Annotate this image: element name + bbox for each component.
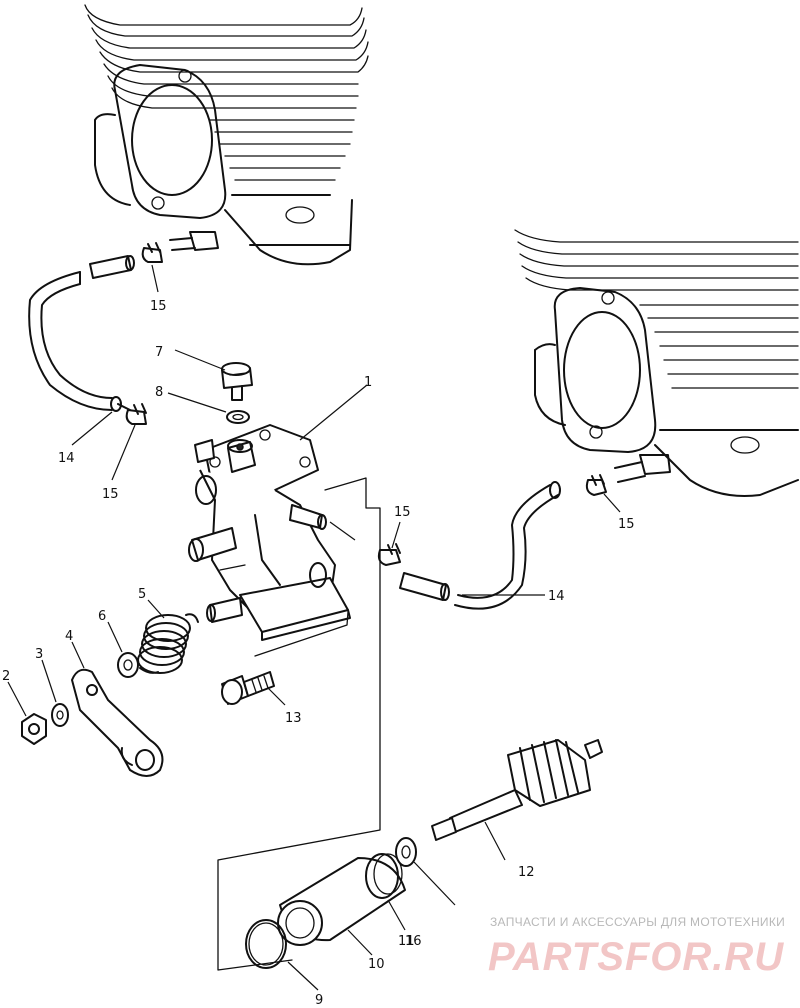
engine-cylinder-left xyxy=(84,4,369,266)
o-ring xyxy=(245,919,287,969)
drive-shaft-gear xyxy=(431,739,603,841)
callout-10: 10 xyxy=(368,957,385,972)
callout-6: 6 xyxy=(98,609,106,624)
callout-1: 1 xyxy=(364,375,372,390)
bleed-screw xyxy=(221,362,253,401)
callout-7: 7 xyxy=(155,345,163,360)
sealing-washer xyxy=(226,410,250,424)
return-spring xyxy=(137,613,199,674)
watermark: ЗАПЧАСТИ И АКСЕССУАРЫ ДЛЯ МОТОТЕХНИКИ PA… xyxy=(488,915,785,979)
nut xyxy=(21,713,47,745)
oil-pump-body xyxy=(188,424,351,641)
callout-5: 5 xyxy=(138,587,146,602)
mounting-bolt xyxy=(221,671,275,705)
thrust-washer xyxy=(395,837,417,867)
callout-15-right-upper: 15 xyxy=(618,517,635,532)
callout-14-left: 14 xyxy=(58,451,75,466)
callout-15-right-lower: 15 xyxy=(394,505,411,520)
callout-3: 3 xyxy=(35,647,43,662)
spring-washer xyxy=(117,652,139,678)
callout-12: 12 xyxy=(518,865,535,880)
oil-hose-left xyxy=(28,255,135,412)
callout-labels: 1 2 3 4 5 6 7 8 9 10 11 12 13 14 14 15 1… xyxy=(2,299,635,1008)
callout-15-upper: 15 xyxy=(150,299,167,314)
callout-2: 2 xyxy=(2,669,10,684)
hose-clamp-mid xyxy=(117,403,147,425)
callout-15-mid: 15 xyxy=(102,487,119,502)
callout-14-right: 14 xyxy=(548,589,565,604)
watermark-tagline: ЗАПЧАСТИ И АКСЕССУАРЫ ДЛЯ МОТОТЕХНИКИ xyxy=(490,915,785,929)
watermark-brand-logo: PARTSFOR.RU xyxy=(488,935,784,979)
oil-hose-right xyxy=(399,481,561,610)
gear-housing-sleeve xyxy=(277,853,406,946)
pump-lever xyxy=(71,668,164,777)
callout-16: 16 xyxy=(405,934,422,949)
hose-clamp-upper xyxy=(141,242,163,263)
callout-11: 11 xyxy=(398,934,415,949)
callout-13: 13 xyxy=(285,711,302,726)
callout-8: 8 xyxy=(155,385,163,400)
hose-clamp-right-lower xyxy=(377,543,401,566)
leader-lines xyxy=(7,264,621,991)
lock-washer xyxy=(51,703,69,727)
engine-cylinder-right xyxy=(514,229,799,497)
callout-9: 9 xyxy=(315,993,323,1008)
callout-4: 4 xyxy=(65,629,73,644)
assembly-bracket-lines xyxy=(217,477,381,971)
hose-clamp-right-upper xyxy=(585,474,607,496)
